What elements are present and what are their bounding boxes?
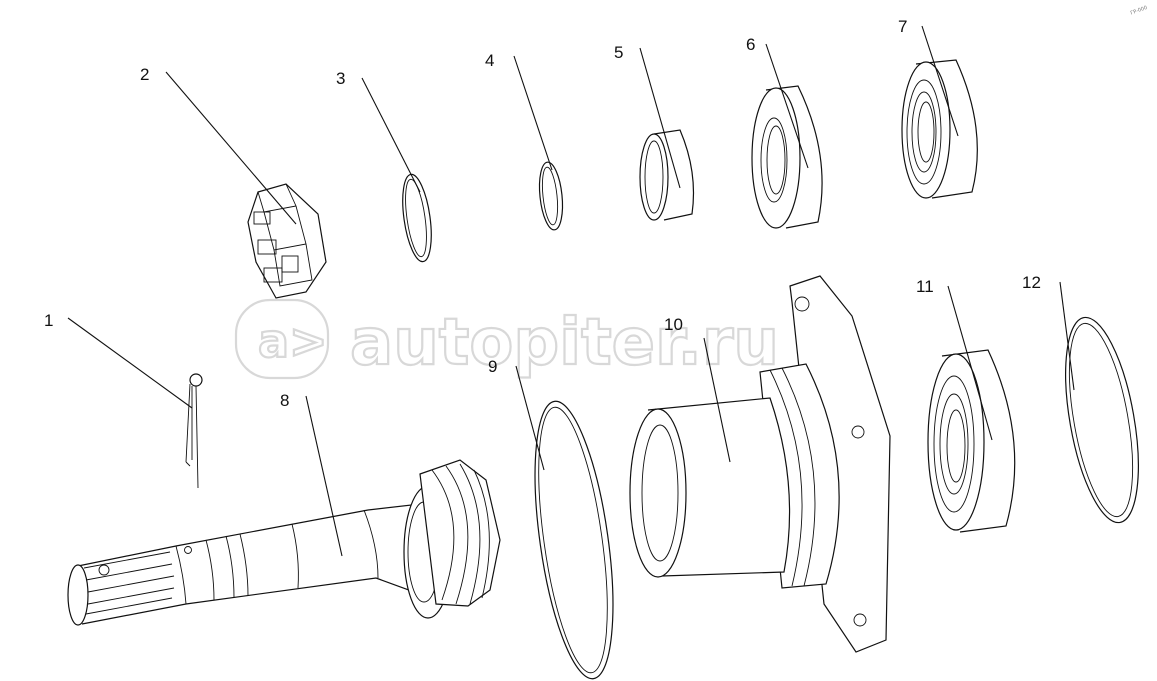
- leader-7: [921, 25, 959, 137]
- leader-11: [947, 285, 993, 441]
- leader-12: [1059, 281, 1075, 391]
- callout-5: 5: [614, 43, 623, 62]
- part-3-ring: [402, 173, 432, 263]
- part-5-bushing: [639, 129, 695, 221]
- callout-10: 10: [664, 315, 683, 334]
- part-4-ring: [538, 161, 564, 231]
- part-1-cotter-pin: [185, 373, 203, 489]
- part-11-bearing: [927, 349, 1016, 533]
- part-12-ring: [1065, 316, 1139, 524]
- leader-9: [515, 365, 545, 471]
- watermark-text: autopiter.ru: [350, 306, 779, 380]
- callout-12: 12: [1022, 273, 1041, 292]
- callout-8: 8: [280, 391, 289, 410]
- callout-2: 2: [140, 65, 149, 84]
- leader-6: [765, 43, 809, 169]
- leader-1: [67, 317, 193, 409]
- leader-2: [165, 71, 297, 225]
- watermark-logo-glyph: a>: [258, 314, 328, 368]
- callout-3: 3: [336, 69, 345, 88]
- callout-1: 1: [44, 311, 53, 330]
- callout-9: 9: [488, 357, 497, 376]
- watermark-logo-badge: [234, 298, 330, 380]
- callout-4: 4: [485, 51, 494, 70]
- part-7-bearing: [901, 59, 978, 199]
- callout-labels: 1 2 3 4 5 6 7 8 9 10 11 12: [44, 17, 1041, 410]
- part-2-castle-nut: [247, 183, 327, 299]
- part-6-seal: [751, 85, 823, 229]
- leader-4: [513, 55, 553, 171]
- callout-6: 6: [746, 35, 755, 54]
- corner-mark: ГР-000: [1130, 5, 1148, 17]
- part-8-gear-shaft: [67, 459, 501, 626]
- leader-8: [305, 395, 343, 557]
- leader-5: [639, 47, 681, 189]
- callout-11: 11: [916, 277, 934, 296]
- leader-lines: [67, 25, 1075, 557]
- watermark: a> autopiter.ru: [234, 298, 780, 381]
- part-9-ring: [534, 400, 614, 680]
- leader-10: [703, 337, 731, 463]
- part-10-housing: [629, 275, 891, 653]
- leader-3: [361, 77, 421, 193]
- callout-7: 7: [898, 17, 907, 36]
